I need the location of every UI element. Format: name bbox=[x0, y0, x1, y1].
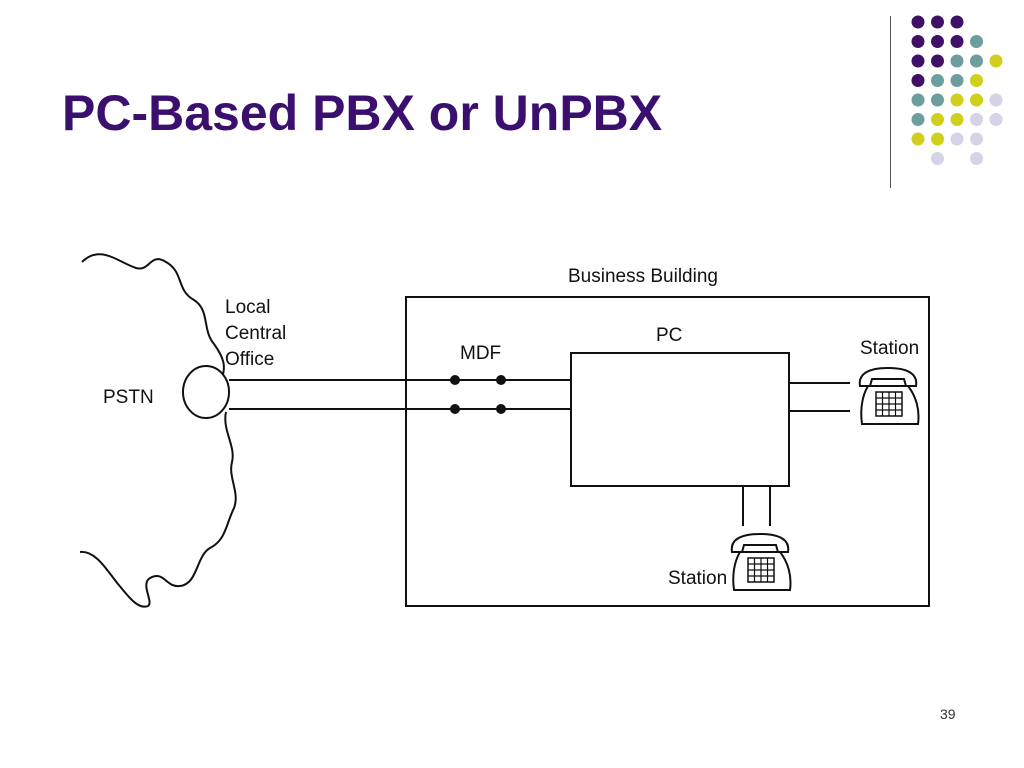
decorative-dot bbox=[950, 74, 964, 87]
decorative-dot bbox=[911, 54, 925, 68]
pc-label: PC bbox=[656, 325, 682, 346]
decorative-dot bbox=[911, 15, 925, 29]
title-divider-line bbox=[890, 16, 891, 188]
decorative-dot bbox=[950, 15, 964, 29]
decorative-dot bbox=[970, 35, 983, 48]
pstn-cloud-edge bbox=[79, 253, 237, 608]
decorative-dot bbox=[970, 113, 983, 126]
business-building-label: Business Building bbox=[568, 266, 718, 287]
pbx-network-diagram: PSTN Local Central Office Business Build… bbox=[79, 253, 930, 608]
central-office-icon bbox=[182, 365, 230, 419]
mdf-label: MDF bbox=[460, 343, 501, 364]
decorative-dot bbox=[950, 54, 964, 68]
decorative-dot bbox=[911, 74, 925, 87]
decorative-dot bbox=[911, 93, 925, 107]
decorative-dot bbox=[911, 35, 925, 48]
mdf-connector bbox=[450, 375, 460, 385]
decorative-dot bbox=[931, 54, 944, 68]
mdf-connector bbox=[496, 375, 506, 385]
decorative-dot bbox=[931, 15, 944, 29]
decorative-dot bbox=[931, 132, 944, 146]
decorative-dot bbox=[989, 54, 1003, 68]
decorative-dot bbox=[970, 93, 983, 107]
decorative-dot bbox=[950, 93, 964, 107]
decorative-dot bbox=[931, 35, 944, 48]
telephone-icon bbox=[858, 366, 920, 425]
decorative-dot bbox=[970, 132, 983, 146]
local-central-office-label-line1: Local bbox=[225, 297, 270, 318]
decorative-dot bbox=[931, 152, 944, 165]
decorative-dot bbox=[911, 132, 925, 146]
business-building-box bbox=[405, 296, 930, 607]
station-right-label: Station bbox=[860, 338, 919, 359]
local-central-office-label-line3: Office bbox=[225, 349, 274, 370]
slide-number: 39 bbox=[940, 706, 956, 722]
station-bottom-label: Station bbox=[668, 568, 727, 589]
decorative-dot bbox=[970, 152, 983, 165]
decorative-dot bbox=[989, 93, 1003, 107]
pc-box bbox=[570, 352, 790, 487]
decorative-dot bbox=[931, 74, 944, 87]
decorative-dot bbox=[950, 35, 964, 48]
slide-title: PC-Based PBX or UnPBX bbox=[62, 85, 663, 141]
telephone-icon bbox=[730, 532, 792, 591]
mdf-connector bbox=[496, 404, 506, 414]
decorative-dot bbox=[970, 74, 983, 87]
decorative-dot bbox=[950, 113, 964, 126]
decorative-dot bbox=[970, 54, 983, 68]
decorative-dot bbox=[931, 113, 944, 126]
mdf-connector bbox=[450, 404, 460, 414]
local-central-office-label-line2: Central bbox=[225, 323, 286, 344]
decorative-dot bbox=[911, 113, 925, 126]
decorative-dot bbox=[950, 132, 964, 146]
pstn-label: PSTN bbox=[103, 387, 154, 408]
decorative-dot bbox=[931, 93, 944, 107]
decorative-dot bbox=[989, 113, 1003, 126]
